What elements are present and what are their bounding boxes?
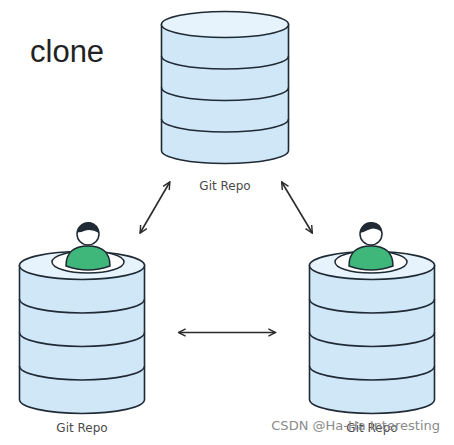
repository-cylinder: Git Repo bbox=[308, 250, 436, 415]
repository-label: Git Repo bbox=[140, 179, 310, 193]
double-arrow bbox=[178, 332, 275, 334]
double-arrow bbox=[282, 182, 313, 233]
diagram-title: clone bbox=[30, 34, 104, 70]
cylinder-outline bbox=[160, 10, 290, 165]
cylinder-outline bbox=[18, 250, 146, 415]
double-arrow bbox=[140, 182, 170, 233]
repository-cylinder: Git Repo bbox=[18, 250, 146, 415]
user-icon bbox=[52, 222, 124, 273]
repository-cylinder: Git Repo bbox=[160, 10, 290, 165]
cylinder-outline bbox=[308, 250, 436, 415]
watermark: CSDN @Ha-Ha Interesting bbox=[271, 418, 440, 433]
repository-label: Git Repo bbox=[0, 421, 166, 435]
user-icon bbox=[335, 222, 407, 273]
